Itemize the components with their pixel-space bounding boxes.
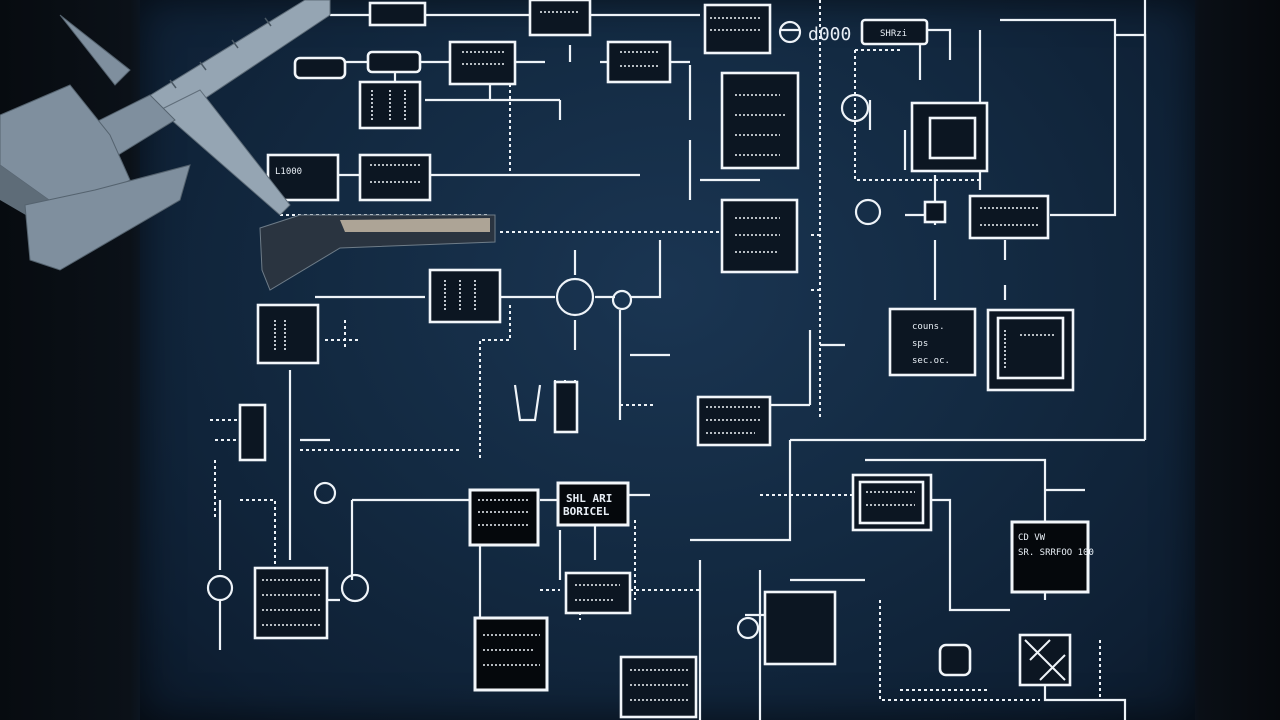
- top-counter-label: d000: [808, 24, 851, 45]
- caliper-upper-jaw: [59, 14, 131, 86]
- center-box-line-1: SHL ARI: [566, 492, 612, 505]
- caliper-jaw-blade: [159, 89, 291, 216]
- caliper-lower-arm: [24, 164, 191, 271]
- lower-right-box-line-1: CD VW: [1018, 533, 1046, 543]
- caliper-fixed-jaw: [0, 84, 131, 216]
- right-box-line-1: couns.: [912, 322, 945, 332]
- schematic-labels: d000 SHRzi L1000 couns. sps sec.oc. SHL …: [262, 11, 1094, 701]
- caliper-depth-blade: [259, 214, 496, 291]
- right-box-line-3: sec.oc.: [912, 356, 950, 366]
- right-box-line-2: sps: [912, 339, 928, 349]
- schematic-components: [206, 0, 1090, 719]
- vernier-caliper: [0, 0, 496, 291]
- left-box-label: L1000: [275, 167, 302, 177]
- top-box-label: SHRzi: [880, 29, 907, 39]
- center-box-line-2: BORICEL: [563, 505, 610, 518]
- lower-right-box-line-2: SR. SRRFOO 100: [1018, 548, 1094, 558]
